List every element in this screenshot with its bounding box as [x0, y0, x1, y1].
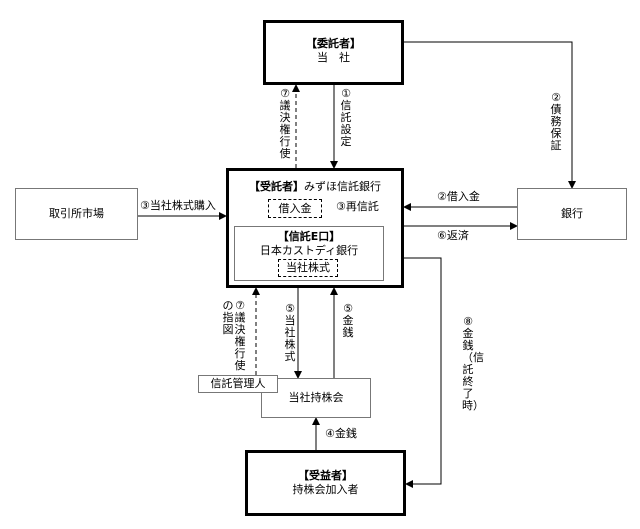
loan-box: 借入金: [268, 199, 322, 218]
label-repayment: ⑥返済: [437, 229, 469, 242]
bank-box: 銀行: [517, 188, 627, 240]
label-reentrust: ③再信託: [336, 200, 379, 213]
label-trust-end-money: ⑧金銭（信託終了時）: [462, 315, 484, 412]
trust-admin-box: 信託管理人: [198, 375, 278, 393]
loan-label: 借入金: [278, 202, 312, 215]
bank-label: 銀行: [561, 207, 583, 220]
entrustor-role: 【委託者】: [306, 37, 361, 50]
esop-label: 当社持株会: [288, 391, 344, 404]
esop-box: 当社持株会: [261, 378, 371, 418]
exchange-market-label: 取引所市場: [49, 207, 104, 220]
label-voting-instruction-col1: の指図: [222, 299, 234, 336]
label-voting-instruction-col2: ⑦議決権行使: [234, 299, 246, 372]
label-stock-to-esop: ⑤当社株式: [284, 302, 296, 363]
label-voting-rights: ⑦議決権行使: [279, 87, 291, 160]
trust-eo-role: 【信託E口】: [277, 230, 341, 243]
arrow-trust-end-money: [404, 257, 442, 488]
beneficiary-box: 【受益者】 持株会加入者: [245, 450, 406, 516]
company-stock-label: 当社株式: [286, 261, 330, 274]
trustee-role: 【受託者】: [249, 180, 304, 193]
label-trust-setup: ①信託設定: [340, 87, 352, 148]
entrustor-box: 【委託者】 当 社: [263, 20, 404, 85]
label-money-to-trust: ⑤金銭: [342, 302, 354, 339]
entrustor-name: 当 社: [317, 51, 350, 64]
label-purchase: ③当社株式購入: [140, 199, 216, 212]
label-borrowing: ②借入金: [437, 190, 480, 203]
label-guarantee: ②債務保証: [550, 91, 562, 152]
trust-eo-name: 日本カストディ銀行: [259, 244, 359, 257]
arrow-guarantee: [404, 41, 576, 189]
beneficiary-role: 【受益者】: [298, 469, 353, 482]
trustee-heading: 【受託者】みずほ信託銀行: [229, 180, 401, 194]
beneficiary-name: 持株会加入者: [292, 483, 359, 496]
trustee-name: みずほ信託銀行: [304, 180, 381, 193]
label-money-esop: ④金銭: [325, 427, 357, 440]
company-stock-box: 当社株式: [278, 259, 338, 277]
trust-admin-label: 信託管理人: [210, 377, 266, 390]
exchange-market-box: 取引所市場: [15, 188, 138, 240]
